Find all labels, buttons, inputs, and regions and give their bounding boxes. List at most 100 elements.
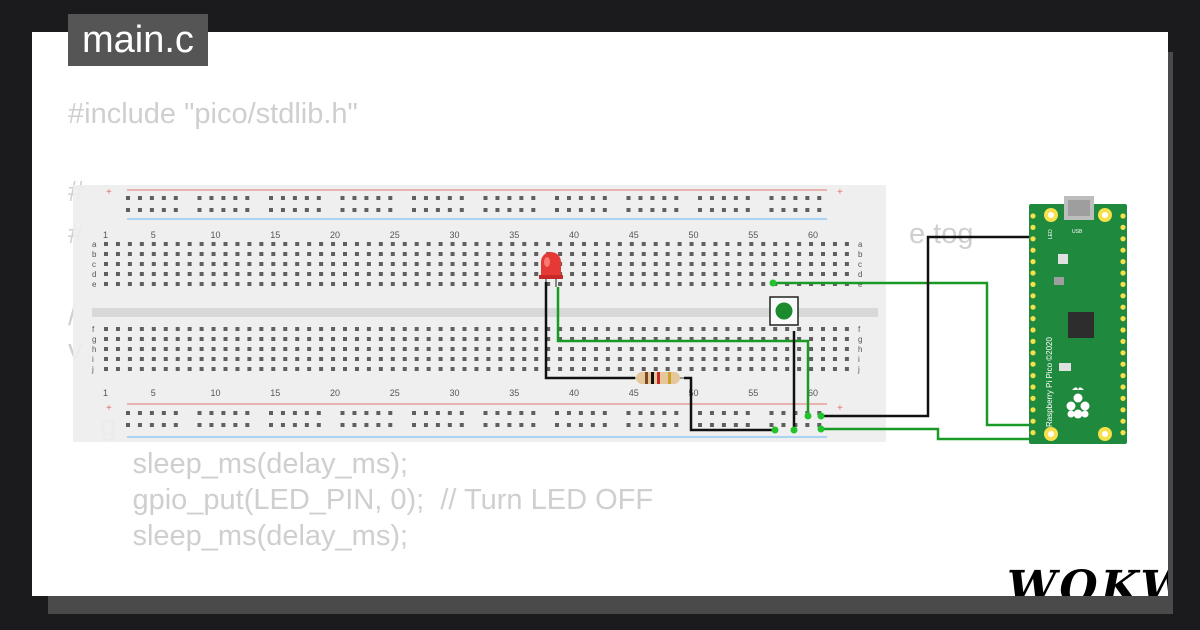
- breadboard-hole: [283, 242, 288, 246]
- breadboard-hole: [558, 327, 563, 331]
- breadboard-hole: [495, 196, 500, 200]
- breadboard-hole: [629, 337, 634, 341]
- breadboard-hole: [459, 208, 464, 212]
- breadboard-hole: [127, 262, 132, 266]
- breadboard-hole: [761, 242, 766, 246]
- breadboard-hole: [689, 282, 694, 286]
- breadboard-hole: [474, 347, 479, 351]
- breadboard-hole: [173, 196, 178, 200]
- breadboard-hole: [629, 262, 634, 266]
- breadboard-hole: [844, 262, 849, 266]
- breadboard-hole: [605, 242, 610, 246]
- breadboard-hole: [785, 242, 790, 246]
- breadboard-hole: [127, 357, 132, 361]
- breadboard-hole: [555, 208, 559, 212]
- breadboard-hole: [163, 262, 168, 266]
- pushbutton-component[interactable]: [769, 296, 799, 326]
- breadboard-hole: [307, 367, 312, 371]
- breadboard-hole: [187, 337, 192, 341]
- breadboard-hole: [641, 337, 646, 341]
- breadboard-hole: [749, 282, 754, 286]
- breadboard-hole: [785, 337, 790, 341]
- breadboard-hole: [558, 357, 563, 361]
- breadboard-hole: [821, 272, 825, 276]
- breadboard-hole: [247, 337, 252, 341]
- breadboard-hole: [402, 252, 407, 256]
- breadboard-hole: [197, 411, 202, 415]
- breadboard-hole: [137, 423, 142, 427]
- breadboard-hole: [426, 272, 431, 276]
- breadboard-hole: [199, 242, 204, 246]
- breadboard-hole: [331, 252, 336, 256]
- breadboard-hole: [163, 367, 168, 371]
- row-letter: j: [91, 365, 94, 374]
- breadboard-hole: [761, 327, 766, 331]
- file-tab[interactable]: main.c: [68, 14, 208, 66]
- breadboard-hole: [832, 357, 837, 361]
- breadboard-hole: [259, 337, 264, 341]
- breadboard-hole: [259, 272, 264, 276]
- breadboard-hole: [209, 423, 214, 427]
- breadboard-hole: [534, 367, 539, 371]
- breadboard-hole: [462, 272, 467, 276]
- breadboard-hole: [307, 347, 312, 351]
- breadboard-hole: [450, 347, 455, 351]
- breadboard-hole: [689, 252, 694, 256]
- breadboard-hole: [617, 347, 622, 351]
- breadboard-hole: [617, 282, 622, 286]
- wire-end: [817, 412, 825, 420]
- breadboard-hole: [307, 252, 312, 256]
- breadboard-hole: [295, 262, 300, 266]
- breadboard-hole: [805, 208, 810, 212]
- breadboard-hole: [307, 337, 312, 341]
- breadboard-hole: [390, 242, 395, 246]
- breadboard-hole: [498, 262, 503, 266]
- pushbutton-cap: [775, 302, 793, 320]
- breadboard-hole: [247, 272, 252, 276]
- breadboard-hole: [402, 347, 407, 351]
- breadboard-hole: [388, 196, 393, 200]
- resistor-component[interactable]: [635, 372, 684, 384]
- column-number: 1: [103, 230, 108, 240]
- breadboard-hole: [161, 196, 166, 200]
- breadboard-hole: [519, 411, 524, 415]
- breadboard-hole: [701, 337, 706, 341]
- row-letter: f: [92, 325, 95, 334]
- breadboard-hole: [402, 272, 407, 276]
- breadboard-hole: [737, 252, 742, 256]
- breadboard-hole: [721, 196, 726, 200]
- pico-pin: [1120, 213, 1126, 219]
- breadboard-hole: [259, 347, 264, 351]
- breadboard-hole: [426, 242, 431, 246]
- column-number: 5: [151, 230, 156, 240]
- breadboard-hole: [211, 367, 216, 371]
- breadboard-hole: [498, 327, 503, 331]
- breadboard-hole: [331, 337, 336, 341]
- breadboard-hole: [340, 411, 345, 415]
- breadboard-hole: [127, 337, 132, 341]
- pico-board-name: Raspberry Pi Pico ©2020: [1045, 337, 1054, 427]
- pico-pin: [1030, 361, 1036, 367]
- pico-pin: [1120, 407, 1126, 413]
- breadboard-hole: [749, 262, 754, 266]
- led-component[interactable]: [539, 252, 563, 287]
- breadboard-hole: [593, 347, 598, 351]
- breadboard-hole: [749, 327, 754, 331]
- column-number: 45: [629, 230, 639, 240]
- breadboard-hole: [187, 272, 192, 276]
- breadboard-hole: [653, 272, 658, 276]
- breadboard-hole: [522, 357, 527, 361]
- breadboard-hole: [462, 282, 467, 286]
- wires[interactable]: [544, 235, 1038, 441]
- column-number: 15: [270, 230, 280, 240]
- breadboard-hole: [378, 262, 383, 266]
- raspberry-pi-pico[interactable]: USB Raspberry Pi Pi: [1029, 196, 1127, 444]
- breadboard-hole: [149, 196, 154, 200]
- breadboard-hole: [809, 347, 814, 351]
- breadboard-hole: [426, 282, 431, 286]
- breadboard-hole: [271, 327, 276, 331]
- breadboard-hole: [331, 262, 336, 266]
- breadboard-hole: [522, 262, 527, 266]
